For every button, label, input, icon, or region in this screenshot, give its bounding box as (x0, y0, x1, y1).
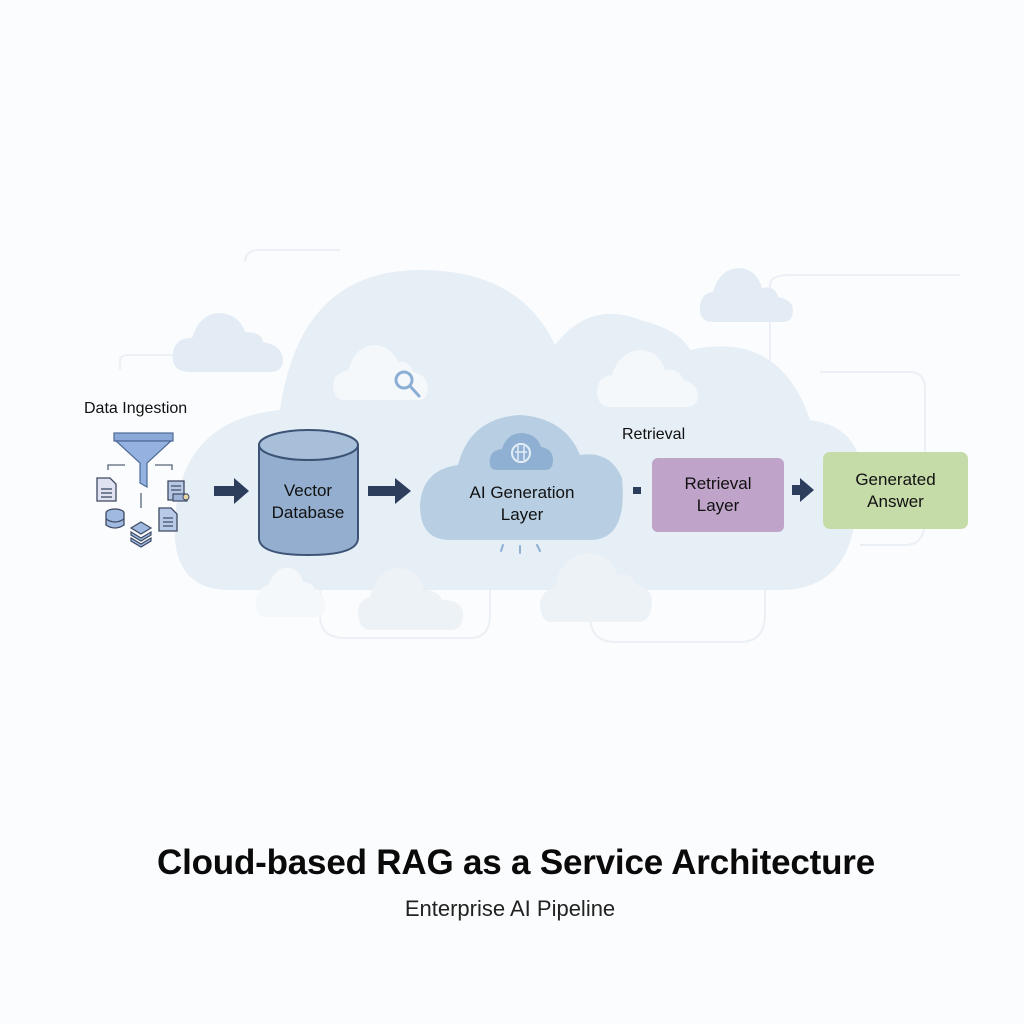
connector-line (319, 580, 491, 639)
database-icon (105, 508, 125, 529)
ray-marks (500, 544, 541, 554)
generated-answer-box: Generated Answer (823, 452, 968, 529)
ai-generation-node: AI Generation Layer (430, 482, 614, 526)
small-cloud-shape (358, 568, 463, 630)
document-stack-icon (167, 480, 190, 502)
ai-generation-label-line1: AI Generation (469, 483, 575, 502)
ai-generation-label-line2: Layer (500, 505, 544, 524)
small-cloud-shape (597, 350, 698, 407)
small-cloud-shape (540, 553, 652, 622)
small-cloud-shape (172, 312, 283, 372)
small-cloud-shape (699, 268, 793, 322)
retrieval-label: Retrieval (622, 426, 686, 443)
small-cloud-shape (333, 345, 428, 400)
arrow-retrieval-to-answer (792, 478, 814, 502)
branch-line (107, 464, 125, 470)
connector-line (119, 354, 180, 370)
data-ingestion-label: Data Ingestion (84, 400, 188, 417)
document-icon (96, 477, 117, 502)
diagram-subtitle: Enterprise AI Pipeline (404, 896, 616, 921)
brain-cloud-icon (489, 433, 553, 470)
connector-line (589, 580, 766, 643)
retrieval-layer-label-line1: Retrieval (684, 474, 752, 493)
layers-icon (129, 521, 153, 548)
branch-line (155, 464, 173, 470)
search-icon (394, 370, 421, 398)
generated-answer-label-line2: Answer (867, 491, 924, 511)
arrow-ingestion-to-db (214, 478, 249, 504)
vector-database-node: Vector Database (258, 480, 358, 524)
connector-line (244, 249, 340, 263)
vector-database-cylinder (258, 429, 359, 557)
ai-generation-cloud-shape (420, 415, 623, 540)
arrow-db-to-ai (368, 478, 411, 504)
small-cloud-shape (255, 567, 325, 617)
document-icon (158, 507, 178, 532)
diagram-title: Cloud-based RAG as a Service Architectur… (157, 843, 875, 882)
vector-database-label-line2: Database (271, 503, 345, 522)
connector-ai-to-retrieval (633, 487, 641, 494)
connector-line (769, 274, 960, 365)
retrieval-layer-label-line2: Layer (696, 496, 740, 515)
generated-answer-label-line1: Generated (855, 469, 936, 489)
funnel-icon (113, 432, 174, 489)
vector-database-label-line1: Vector (283, 481, 333, 500)
retrieval-layer-box: Retrieval Layer (652, 458, 784, 532)
